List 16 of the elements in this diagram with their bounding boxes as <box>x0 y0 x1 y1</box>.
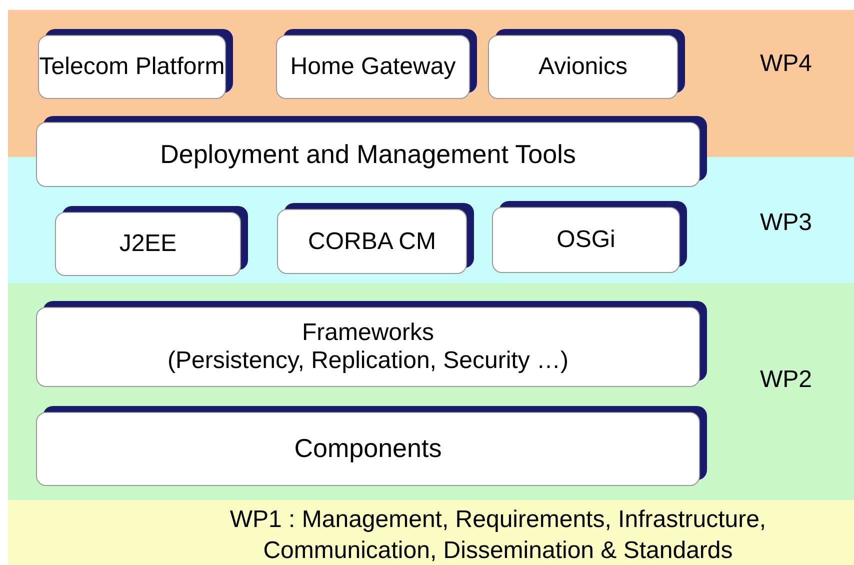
box-title: Avionics <box>538 53 628 81</box>
box-title: Deployment and Management Tools <box>160 140 576 170</box>
box-title: Telecom Platform <box>39 53 225 81</box>
box-subtitle: (Persistency, Replication, Security …) <box>167 347 568 375</box>
box-title: Frameworks <box>302 319 434 347</box>
layer-label: WP4 <box>760 50 812 78</box>
box-title: J2EE <box>119 230 177 258</box>
box-title: CORBA CM <box>308 228 436 256</box>
layer-label: WP1 : Management, Requirements, Infrastructure, Communication, Dissemination & Standards <box>228 505 768 565</box>
layer-label: WP3 <box>760 209 812 237</box>
layer-band <box>8 283 854 500</box>
box-title: Components <box>294 434 442 464</box>
layer-band <box>8 500 854 565</box>
layer-label: WP2 <box>760 366 812 394</box>
box-title: OSGi <box>556 226 616 254</box>
box-title: Home Gateway <box>290 53 456 81</box>
